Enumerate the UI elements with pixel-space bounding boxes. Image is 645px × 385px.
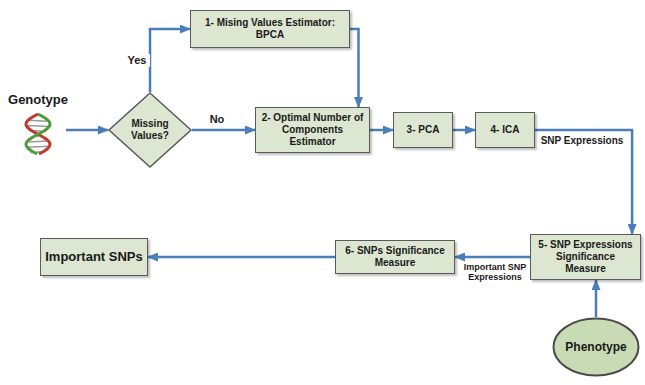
dna-strand xyxy=(26,114,50,154)
decision-diamond: Missing Values? xyxy=(108,92,192,168)
flow-arrow xyxy=(535,130,632,234)
node-label: Phenotype xyxy=(565,340,626,354)
diamond-shape xyxy=(109,93,191,167)
flow-arrow xyxy=(595,280,598,317)
flow-arrow xyxy=(66,129,108,132)
edge-label: Important SNP Expressions xyxy=(460,262,530,283)
flow-arrow xyxy=(455,256,530,259)
dna-strand xyxy=(26,114,50,154)
result-box: Important SNPs xyxy=(40,238,148,276)
node-label: 1- Mising Values Estimator: BPCA xyxy=(195,17,345,41)
process-box: 1- Mising Values Estimator: BPCA xyxy=(190,10,350,48)
flow-arrow xyxy=(192,129,255,132)
dna-rung xyxy=(29,141,47,142)
node-label: 5- SNP Expressions Significance Measure xyxy=(535,239,636,275)
process-box: 3- PCA xyxy=(393,112,453,148)
flow-arrow xyxy=(350,29,359,107)
flow-arrow xyxy=(453,129,475,132)
process-box: 6- SNPs Significance Measure xyxy=(335,240,455,274)
genotype-icon: Genotype xyxy=(4,92,72,164)
process-box: 2- Optimal Number of Components Estimato… xyxy=(255,107,370,153)
node-label: 6- SNPs Significance Measure xyxy=(340,245,450,269)
dna-rung xyxy=(26,146,50,147)
dna-icon xyxy=(18,112,58,156)
edge-label: SNP Expressions xyxy=(537,135,627,147)
node-label: 3- PCA xyxy=(407,124,440,136)
dna-rung xyxy=(29,120,46,121)
node-label: Important SNPs xyxy=(45,249,143,265)
node-label: 4- ICA xyxy=(491,124,520,136)
flow-arrow xyxy=(370,129,393,132)
flow-arrow xyxy=(148,256,335,259)
input-ellipse: Phenotype xyxy=(552,317,640,377)
ellipse-shape xyxy=(554,319,639,376)
node-label: 2- Optimal Number of Components Estimato… xyxy=(260,112,365,148)
flow-arrow xyxy=(150,29,190,92)
node-label: Missing Values? xyxy=(125,118,175,142)
process-box: 4- ICA xyxy=(475,112,535,148)
edge-label: No xyxy=(205,113,229,126)
process-box: 5- SNP Expressions Significance Measure xyxy=(530,234,641,280)
edge-label: Yes xyxy=(124,54,150,67)
node-heading: Genotype xyxy=(8,92,68,108)
dna-rung xyxy=(26,125,50,126)
